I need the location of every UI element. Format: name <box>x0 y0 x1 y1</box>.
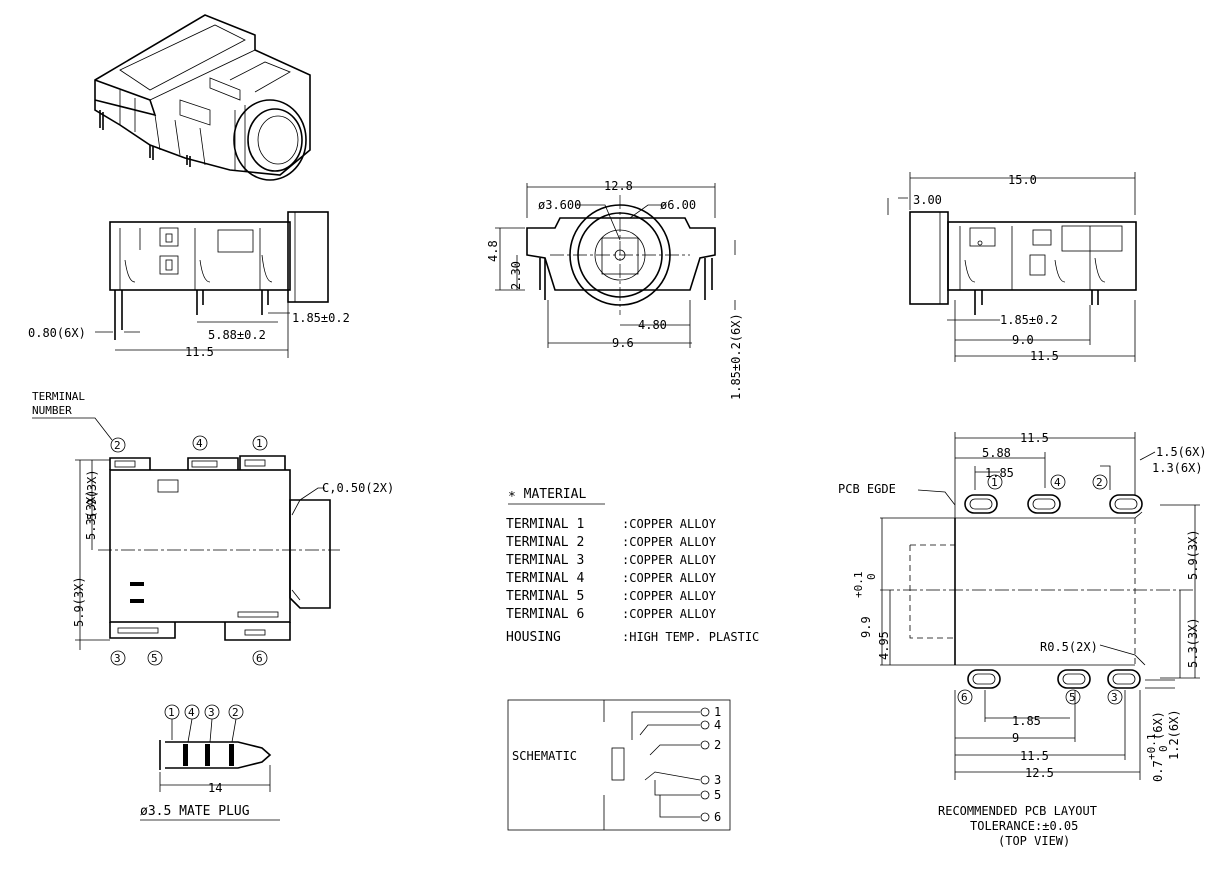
dim-side-pin: 1.85±0.2 <box>1000 313 1058 327</box>
terminal-label-2: NUMBER <box>32 404 72 417</box>
pcb-caption-3: (TOP VIEW) <box>998 834 1070 848</box>
pcb-dim-07: 0.7 <box>1151 760 1165 782</box>
bottom-view: TERMINAL NUMBER 5.9(3X) 5.3(3X) 5.9(3X) … <box>32 390 394 666</box>
pcb-dim-588: 5.88 <box>982 446 1011 460</box>
material-row-3-name: TERMINAL 3 <box>506 553 584 568</box>
dim-pin-width: 0.80(6X) <box>28 326 86 340</box>
isometric-view <box>94 14 311 181</box>
material-table: ∗ MATERIAL TERMINAL 1 :COPPER ALLOY TERM… <box>506 487 759 645</box>
pcb-dim-99-tol: +0.1 <box>852 572 865 599</box>
pcb-term-5: 5 <box>1069 691 1076 704</box>
dim-length: 11.5 <box>185 345 214 359</box>
dim-total: 15.0 <box>1008 173 1037 187</box>
pcb-dim-07-tol0: 0 <box>1157 745 1170 752</box>
pcb-caption-1: RECOMMENDED PCB LAYOUT <box>938 804 1097 818</box>
dim-side-len: 11.5 <box>1030 349 1059 363</box>
dim-nose: 3.00 <box>913 193 942 207</box>
material-row-7-value: :HIGH TEMP. PLASTIC <box>622 630 759 644</box>
pcb-dim-495: 4.95 <box>877 631 891 660</box>
material-row-2-name: TERMINAL 2 <box>506 535 584 550</box>
dim-height: 4.8 <box>486 240 500 262</box>
dim-side-9: 9.0 <box>1012 333 1034 347</box>
dim-hole-large: ø6.00 <box>660 198 696 212</box>
dim-center: 2.30 <box>509 261 523 290</box>
pcb-term-4: 4 <box>1054 476 1061 489</box>
pcb-dim-07-x: (6X) <box>1151 711 1165 740</box>
schematic-pin-5: 5 <box>714 788 721 802</box>
pcb-caption-2: TOLERANCE:±0.05 <box>970 819 1078 833</box>
pcb-term-1: 1 <box>991 476 998 489</box>
dim-59-left: 5.9(3X) <box>72 576 86 627</box>
schematic-pin-6: 6 <box>714 810 721 824</box>
pcb-dim-185-bot: 1.85 <box>1012 714 1041 728</box>
material-row-6-name: TERMINAL 6 <box>506 607 584 622</box>
chamfer-label: C,0.50(2X) <box>322 481 394 495</box>
pcb-dim-13: 1.3(6X) <box>1152 461 1203 475</box>
front-view: 0.80(6X) 5.88±0.2 1.85±0.2 11.5 <box>28 211 350 359</box>
material-row-7-name: HOUSING <box>506 630 561 645</box>
term-2: 2 <box>114 439 121 452</box>
dim-59b-left: 5.9(3X) <box>85 469 99 520</box>
dim-offset: 4.80 <box>638 318 667 332</box>
material-title: ∗ MATERIAL <box>508 487 586 502</box>
term-1: 1 <box>256 437 263 450</box>
pcb-dim-53r: 5.3(3X) <box>1186 617 1200 668</box>
dim-pin-len: 1.85±0.2 <box>292 311 350 325</box>
plug-caption: ø3.5 MATE PLUG <box>140 804 250 819</box>
pcb-dim-12: 1.2(6X) <box>1167 709 1181 760</box>
material-row-4-value: :COPPER ALLOY <box>622 571 717 585</box>
dim-overall: 12.8 <box>604 179 633 193</box>
pcb-dim-185-top: 1.85 <box>985 466 1014 480</box>
side-view: 15.0 3.00 1.85±0.2 9.0 11.5 <box>887 172 1137 363</box>
term-5: 5 <box>151 652 158 665</box>
schematic-pin-3: 3 <box>714 773 721 787</box>
pcb-dim-115-bot: 11.5 <box>1020 749 1049 763</box>
mate-plug: 1 4 3 2 14 ø3.5 MATE PLUG <box>140 704 280 821</box>
term-3: 3 <box>114 652 121 665</box>
schematic-pin-2: 2 <box>714 738 721 752</box>
plug-ring-4: 2 <box>232 706 239 719</box>
dim-pitch: 5.88±0.2 <box>208 328 266 342</box>
plug-length: 14 <box>208 781 222 795</box>
schematic-label: SCHEMATIC <box>512 749 577 763</box>
material-row-5-name: TERMINAL 5 <box>506 589 584 604</box>
material-row-1-value: :COPPER ALLOY <box>622 517 717 531</box>
pcb-dim-07-tol: +0.1 <box>1145 734 1158 761</box>
schematic-pin-4: 4 <box>714 718 721 732</box>
material-row-4-name: TERMINAL 4 <box>506 571 584 586</box>
top-view: 12.8 ø3.600 ø6.00 4.8 2.30 4.80 9.6 1.85… <box>486 179 743 400</box>
plug-ring-3: 3 <box>208 706 215 719</box>
schematic-pin-1: 1 <box>714 705 721 719</box>
pcb-term-6: 6 <box>961 691 968 704</box>
material-row-2-value: :COPPER ALLOY <box>622 535 717 549</box>
pcb-dim-115-top: 11.5 <box>1020 431 1049 445</box>
terminal-label-1: TERMINAL <box>32 390 85 403</box>
plug-ring-2: 4 <box>188 706 195 719</box>
pcb-layout: 11.5 5.88 1.85 1.5(6X) 1.3(6X) PCB EGDE … <box>838 431 1207 848</box>
material-row-5-value: :COPPER ALLOY <box>622 589 717 603</box>
pcb-term-2: 2 <box>1096 476 1103 489</box>
plug-ring-1: 1 <box>168 706 175 719</box>
pcb-term-3: 3 <box>1111 691 1118 704</box>
term-6: 6 <box>256 652 263 665</box>
material-row-1-name: TERMINAL 1 <box>506 517 584 532</box>
pcb-dim-99-tol0: 0 <box>865 573 878 580</box>
dim-width: 9.6 <box>612 336 634 350</box>
pcb-radius: R0.5(2X) <box>1040 640 1098 654</box>
dim-pin-len-6x: 1.85±0.2(6X) <box>729 313 743 400</box>
dim-hole-small: ø3.600 <box>538 198 581 212</box>
pcb-dim-9: 9 <box>1012 731 1019 745</box>
pcb-dim-99: 9.9 <box>859 616 873 638</box>
term-4: 4 <box>196 437 203 450</box>
material-row-6-value: :COPPER ALLOY <box>622 607 717 621</box>
material-row-3-value: :COPPER ALLOY <box>622 553 717 567</box>
pcb-dim-125: 12.5 <box>1025 766 1054 780</box>
pcb-edge-label: PCB EGDE <box>838 482 896 496</box>
pcb-dim-15: 1.5(6X) <box>1156 445 1207 459</box>
pcb-dim-59r: 5.9(3X) <box>1186 529 1200 580</box>
dim-53-left: 5.3(3X) <box>84 489 98 540</box>
schematic: SCHEMATIC 1 4 2 3 5 6 <box>507 699 731 831</box>
